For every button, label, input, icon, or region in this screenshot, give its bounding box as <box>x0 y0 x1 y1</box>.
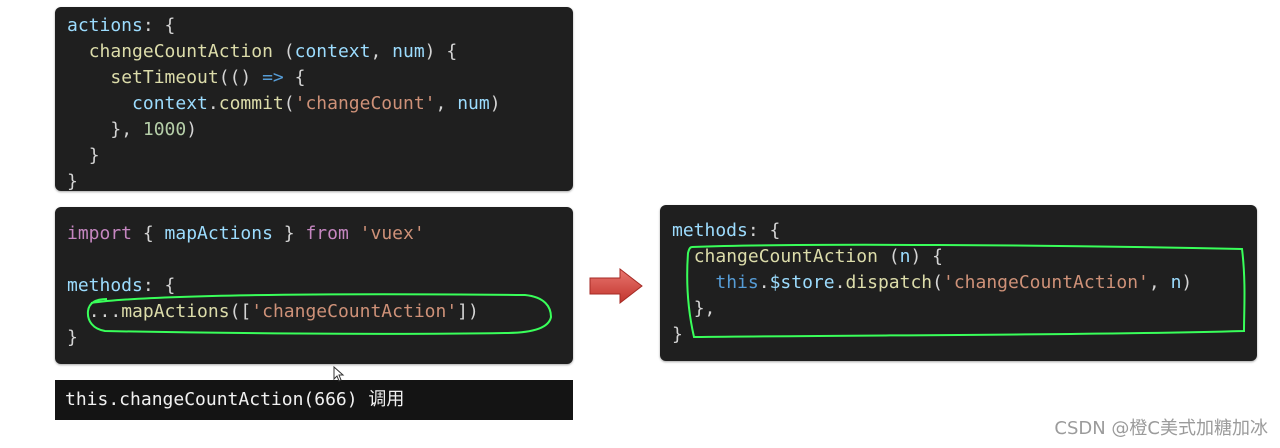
code-token: } <box>67 327 78 348</box>
code-token <box>67 93 132 114</box>
code-token: ( <box>272 41 295 62</box>
code-token: , <box>435 93 458 114</box>
code-token: changeCountAction <box>693 246 878 267</box>
code-token: ([ <box>229 301 252 322</box>
code-token: num <box>457 93 490 114</box>
code-token: (() <box>218 67 263 88</box>
code-line: } <box>67 325 479 351</box>
code-token: context <box>132 93 208 114</box>
code-line: ...mapActions(['changeCountAction']) <box>67 299 479 325</box>
code-token <box>349 223 360 244</box>
code-block: import { mapActions } from 'vuex' methods… <box>67 221 479 351</box>
code-token: } <box>67 171 78 192</box>
code-token: : { <box>142 275 176 296</box>
code-token: dispatch <box>845 272 933 293</box>
dispatch-code-panel: methods: { changeCountAction (n) { this.… <box>660 205 1257 361</box>
code-block: actions: { changeCountAction (context, n… <box>67 13 501 195</box>
code-line: context.commit('changeCount', num) <box>67 91 501 117</box>
code-line: actions: { <box>67 13 501 39</box>
code-token: } <box>272 223 306 244</box>
code-token: . <box>207 93 219 114</box>
code-line: setTimeout(() => { <box>67 65 501 91</box>
code-token <box>67 145 89 166</box>
code-token: methods <box>672 220 748 241</box>
code-line: changeCountAction (n) { <box>672 244 1192 270</box>
code-token: setTimeout <box>110 67 219 88</box>
code-token: n <box>1170 272 1182 293</box>
code-token: mapActions <box>164 223 273 244</box>
code-token: { <box>283 67 306 88</box>
code-token: , <box>1148 272 1171 293</box>
code-token: methods <box>67 275 143 296</box>
code-token: }, <box>693 298 716 319</box>
code-token: } <box>672 324 683 345</box>
code-token: }, <box>110 119 143 140</box>
code-token: : { <box>142 15 176 36</box>
code-line: } <box>672 322 1192 348</box>
code-token: : { <box>747 220 781 241</box>
code-token: from <box>305 223 349 244</box>
watermark: CSDN @橙C美式加糖加冰 <box>1054 418 1268 439</box>
code-token: $store <box>769 272 835 293</box>
code-token <box>67 119 110 140</box>
code-token: changeCountAction <box>88 41 273 62</box>
code-line <box>67 247 479 273</box>
code-line: }, <box>672 296 1192 322</box>
code-token: ( <box>283 93 295 114</box>
code-token: ( <box>877 246 900 267</box>
code-token <box>67 41 89 62</box>
code-token: 'changeCount' <box>294 93 436 114</box>
code-line: changeCountAction (context, num) { <box>67 39 501 65</box>
code-token: ) <box>1181 272 1193 293</box>
code-token <box>67 67 110 88</box>
code-token: 'vuex' <box>359 223 425 244</box>
code-token: ) { <box>910 246 943 267</box>
code-token: ) <box>489 93 501 114</box>
code-line: methods: { <box>672 218 1192 244</box>
code-token: context <box>294 41 371 62</box>
code-token: . <box>834 272 846 293</box>
code-token: 1000 <box>142 119 187 140</box>
code-token: 'changeCountAction' <box>942 272 1149 293</box>
code-line: } <box>67 169 501 195</box>
code-token: num <box>392 41 425 62</box>
code-token: . <box>758 272 770 293</box>
code-token: n <box>899 246 911 267</box>
code-token <box>672 246 694 267</box>
code-token: mapActions <box>121 301 230 322</box>
mouse-cursor-icon <box>333 366 345 382</box>
mapactions-code-panel: import { mapActions } from 'vuex' methods… <box>55 207 573 364</box>
code-token: import <box>67 223 133 244</box>
code-line: this.$store.dispatch('changeCountAction'… <box>672 270 1192 296</box>
code-token: ) { <box>424 41 458 62</box>
code-token: { <box>132 223 165 244</box>
code-token: } <box>88 145 100 166</box>
code-token: 'changeCountAction' <box>251 301 458 322</box>
code-line: }, 1000) <box>67 117 501 143</box>
code-line: methods: { <box>67 273 479 299</box>
code-token: ( <box>932 272 943 293</box>
code-block: methods: { changeCountAction (n) { this.… <box>672 218 1192 348</box>
code-token: ]) <box>457 301 479 322</box>
code-token <box>67 301 89 322</box>
right-arrow-icon <box>589 267 643 305</box>
code-token: ) <box>186 119 198 140</box>
call-example-bar: this.changeCountAction(666) 调用 <box>55 380 573 420</box>
code-token: this <box>715 272 759 293</box>
code-line: import { mapActions } from 'vuex' <box>67 221 479 247</box>
code-token: => <box>262 67 284 88</box>
code-line: } <box>67 143 501 169</box>
code-token: , <box>370 41 393 62</box>
code-token <box>672 298 694 319</box>
code-token <box>672 272 715 293</box>
code-token: actions <box>67 15 143 36</box>
code-token: ... <box>88 301 122 322</box>
actions-code-panel: actions: { changeCountAction (context, n… <box>55 7 573 192</box>
code-token: commit <box>218 93 284 114</box>
